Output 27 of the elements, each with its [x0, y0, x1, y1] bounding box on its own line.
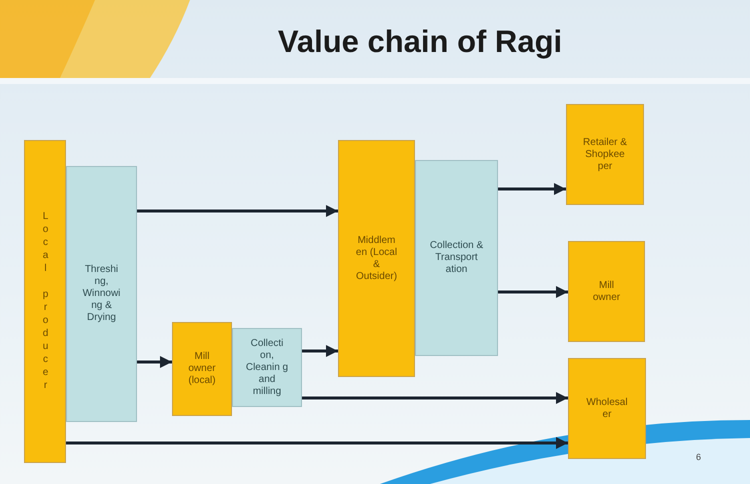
box-label: Collecti on, Cleanin g and milling	[244, 338, 290, 398]
box-label: Wholesal er	[585, 396, 629, 420]
arrow	[302, 392, 568, 404]
actor-box	[566, 104, 644, 205]
box-label: Threshi ng, Winnowi ng & Drying	[82, 264, 122, 324]
process-box	[415, 160, 498, 356]
actor-box	[568, 241, 645, 342]
arrow	[137, 356, 172, 368]
box-label: Mill owner	[592, 280, 622, 304]
arrow	[498, 183, 566, 195]
process-box	[232, 328, 302, 407]
box-label: Collection & Transport ation	[428, 240, 484, 276]
arrow	[498, 286, 568, 298]
arrow	[66, 437, 568, 449]
arrow	[137, 205, 338, 217]
page-number: 6	[696, 452, 702, 462]
box-label: Local producer	[39, 210, 52, 392]
actor-box	[568, 358, 646, 459]
slide-title: Value chain of Ragi	[276, 24, 564, 60]
box-label: Mill owner (local)	[187, 351, 217, 387]
actor-box	[338, 140, 415, 377]
actor-box	[172, 322, 232, 416]
process-box	[66, 166, 137, 422]
box-label: Middlem en (Local & Outsider)	[354, 234, 398, 282]
box-label: Retailer & Shopkee per	[582, 136, 628, 172]
actor-box	[24, 140, 66, 463]
arrow	[302, 345, 338, 357]
